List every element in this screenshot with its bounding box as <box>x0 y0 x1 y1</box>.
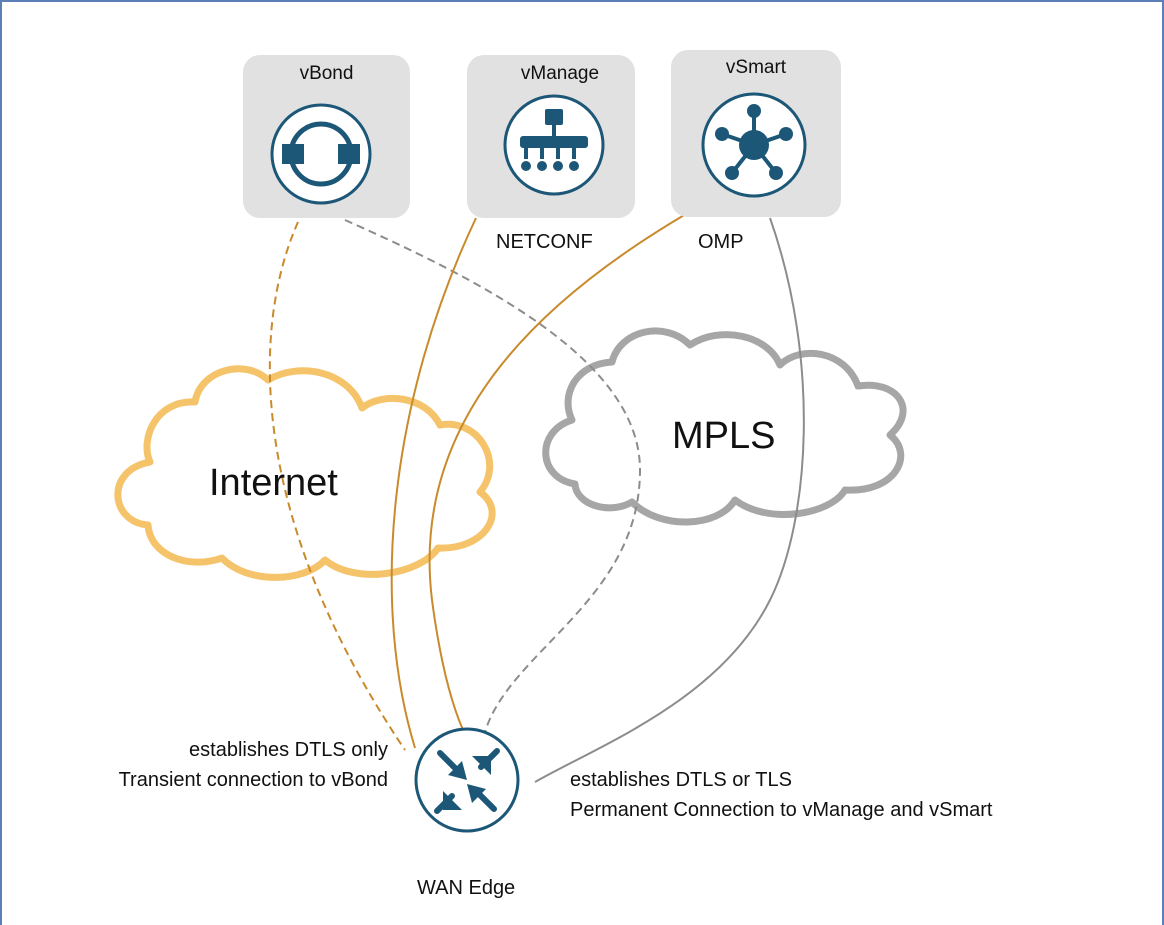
frame-left-border <box>0 0 2 925</box>
left-note: establishes DTLS only Transient connecti… <box>119 735 388 795</box>
mpls-cloud <box>542 327 907 526</box>
left-note-line-2: Transient connection to vBond <box>118 769 388 791</box>
vbond-icon <box>270 103 372 205</box>
vmanage-title: vManage <box>520 63 600 84</box>
vsmart-icon <box>701 92 807 198</box>
wan-edge-title: WAN Edge <box>417 877 516 899</box>
vbond-mpls-wan-edge-link <box>344 219 642 733</box>
vsmart-wan-edge-link <box>428 213 687 731</box>
right-note-line-2: Permanent Connection to vManage and vSma… <box>570 799 993 821</box>
frame-top-border <box>0 0 1164 2</box>
internet-label: Internet <box>209 462 338 504</box>
frame-right-border <box>1162 0 1164 925</box>
vmanage-icon <box>503 94 605 196</box>
netconf-label: NETCONF <box>496 231 593 253</box>
vsmart-mpls-wan-edge-link <box>534 217 805 783</box>
vmanage-wan-edge-link <box>390 217 477 749</box>
right-note-line-1: establishes DTLS or TLS <box>570 769 792 791</box>
vbond-title: vBond <box>299 63 354 84</box>
vbond-wan-edge-link <box>268 221 406 751</box>
router-icon[interactable] <box>414 727 520 833</box>
left-note-line-1: establishes DTLS only <box>189 739 388 761</box>
omp-label: OMP <box>698 231 744 253</box>
mpls-label: MPLS <box>672 415 776 457</box>
vsmart-title: vSmart <box>725 57 787 78</box>
internet-cloud <box>114 365 496 581</box>
right-note: establishes DTLS or TLS Permanent Connec… <box>570 765 992 825</box>
